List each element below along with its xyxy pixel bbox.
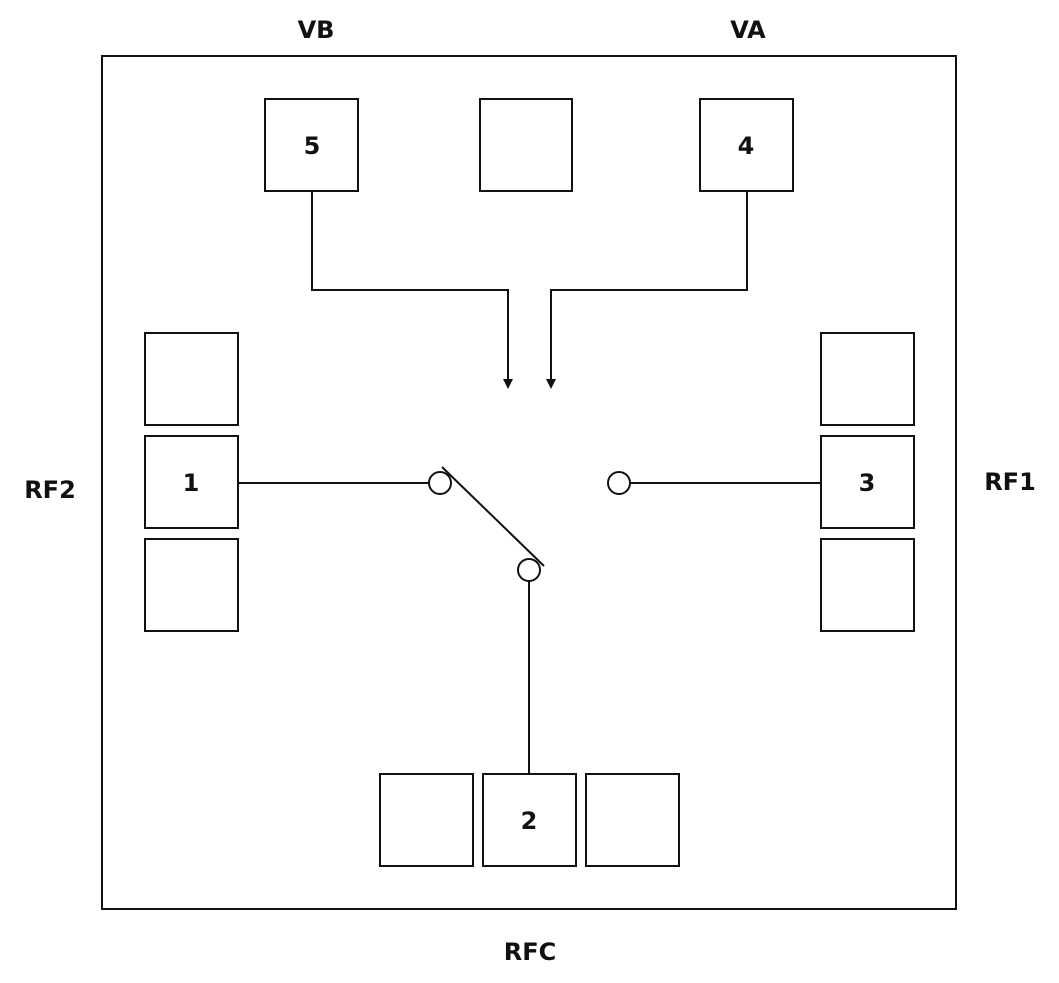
label-rf1: RF1 [984, 468, 1036, 496]
label-va: VA [730, 16, 766, 44]
arrow-down-icon [503, 379, 513, 389]
label-rfc: RFC [504, 938, 557, 966]
svg-text:4: 4 [738, 132, 755, 160]
arrow-down-icon [546, 379, 556, 389]
pin-right-top [820, 332, 915, 426]
svg-text:5: 5 [304, 132, 321, 160]
pin-right-bottom [820, 538, 915, 632]
switch-arm [441, 466, 545, 567]
pin-top-center [479, 98, 573, 192]
label-rf2: RF2 [24, 476, 76, 504]
control-line-va [550, 191, 748, 380]
contact-rf1 [607, 471, 631, 495]
pin-left-bottom [144, 538, 239, 632]
pin-1: 1 [144, 435, 239, 529]
pin-left-top [144, 332, 239, 426]
contact-common [517, 558, 541, 582]
package-outline [101, 55, 957, 910]
svg-text:2: 2 [521, 807, 538, 835]
pin-5: 5 [264, 98, 359, 192]
pin-3: 3 [820, 435, 915, 529]
pin-bottom-left [379, 773, 474, 867]
pin-bottom-right [585, 773, 680, 867]
control-line-vb [311, 191, 509, 380]
pin-4: 4 [699, 98, 794, 192]
label-vb: VB [298, 16, 335, 44]
svg-text:3: 3 [859, 469, 876, 497]
svg-text:1: 1 [183, 469, 200, 497]
contact-rf2 [428, 471, 452, 495]
pin-2: 2 [482, 773, 577, 867]
